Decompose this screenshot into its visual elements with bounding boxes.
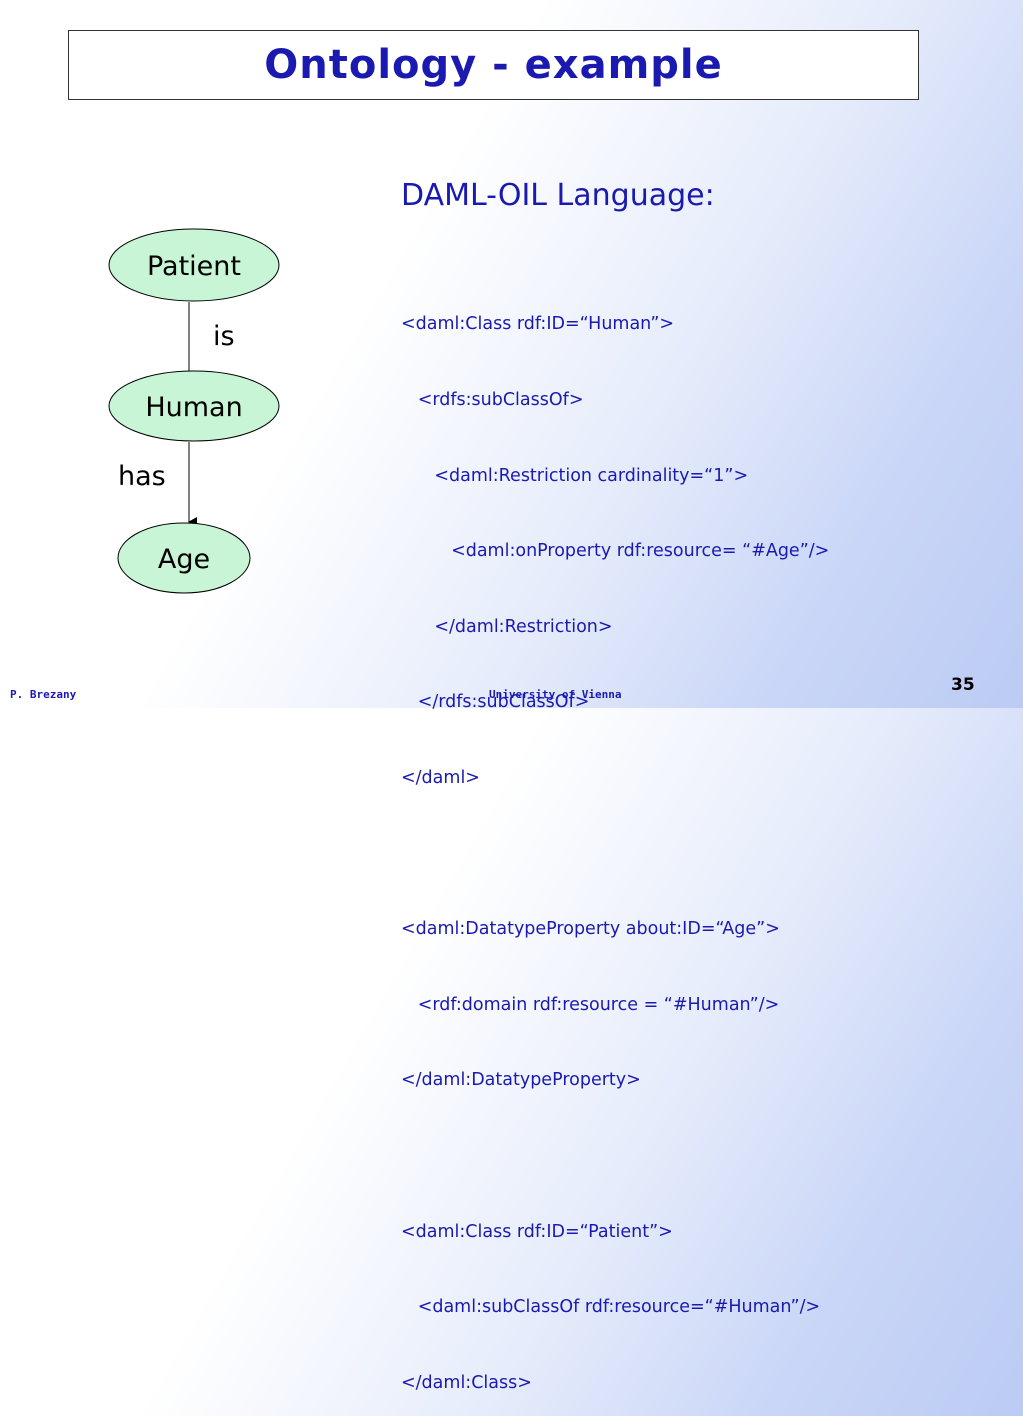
code-line: </daml:Class> [401,1372,532,1393]
code-line: <daml:DatatypeProperty about:ID=“Age”> [401,919,780,940]
code-line: <daml:onProperty rdf:resource= “#Age”/> [401,541,830,562]
code-line: </rdfs:subClassOf> [401,692,590,713]
title-box: Ontology - example [68,30,919,100]
node-age-label: Age [158,544,210,575]
node-age [117,522,251,594]
edge-has-label: has [118,461,166,492]
node-patient [108,228,280,302]
footer-author: P. Brezany [10,688,77,701]
ontology-diagram: Patient is Human has Age [108,228,280,594]
code-line: </daml> [401,767,480,788]
code-line: <rdf:domain rdf:resource = “#Human”/> [401,994,780,1015]
node-human [108,370,280,442]
footer-institution: University of Vienna [489,688,622,701]
slide: Ontology - example Patient is Human has … [10,30,975,1393]
code-line-blank [401,842,829,867]
code-line: </daml:DatatypeProperty> [401,1070,641,1091]
code-line: <daml:subClassOf rdf:resource=“#Human”/> [401,1297,821,1318]
page-number: 35 [951,675,975,695]
code-line: </daml:Restriction> [401,616,613,637]
section-heading: DAML-OIL Language: [401,178,715,213]
code-line: <rdfs:subClassOf> [401,390,584,410]
edge-is-label: is [213,321,235,352]
code-line: <daml:Class rdf:ID=“Human”> [401,314,675,335]
code-line: <daml:Restriction cardinality=“1”> [401,465,749,486]
code-line: <daml:Class rdf:ID=“Patient”> [401,1221,673,1242]
slide-title: Ontology - example [264,42,723,88]
daml-code-block: <daml:Class rdf:ID=“Human”> <rdfs:subCla… [401,262,829,1416]
code-line-blank [401,1144,829,1169]
node-human-label: Human [145,392,242,423]
node-patient-label: Patient [147,251,241,282]
